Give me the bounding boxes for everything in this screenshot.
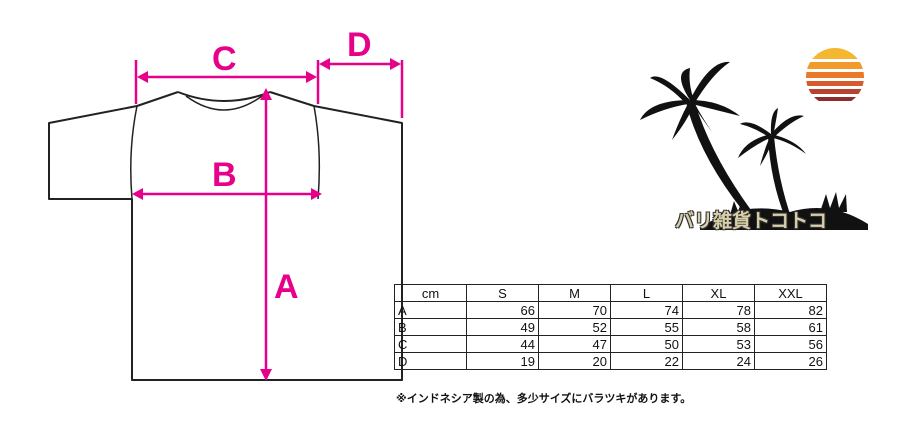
table-cell: 26 <box>754 352 827 370</box>
measure-a <box>260 88 272 381</box>
table-cell: 52 <box>538 318 611 336</box>
size-table: cm S M L XL XXL A 66 70 74 78 82 B 49 52… <box>394 284 827 370</box>
right-sleeve-seam <box>313 105 321 200</box>
palm-tree-icon <box>640 61 868 230</box>
measure-c <box>134 60 320 104</box>
measure-d <box>319 58 404 118</box>
measure-b <box>132 188 322 200</box>
table-cell: 20 <box>538 352 611 370</box>
table-cell: 58 <box>682 318 755 336</box>
table-corner-unit: cm <box>394 284 467 302</box>
table-cell: 78 <box>682 301 755 319</box>
table-cell: 49 <box>466 318 539 336</box>
column-header: XL <box>682 284 755 302</box>
collar-inner <box>185 95 263 111</box>
table-cell: 47 <box>538 335 611 353</box>
sunset-icon <box>806 48 864 101</box>
left-sleeve-seam <box>130 105 138 200</box>
table-header-row: cm S M L XL XXL <box>394 284 827 302</box>
column-header: M <box>538 284 611 302</box>
row-label: C <box>394 335 467 353</box>
table-cell: 50 <box>610 335 683 353</box>
table-row: C 44 47 50 53 56 <box>394 335 827 353</box>
column-header: L <box>610 284 683 302</box>
row-label: D <box>394 352 467 370</box>
table-cell: 53 <box>682 335 755 353</box>
label-d: D <box>347 26 372 64</box>
collar-outer <box>177 91 271 102</box>
table-cell: 82 <box>754 301 827 319</box>
label-b: B <box>212 156 237 194</box>
table-cell: 55 <box>610 318 683 336</box>
table-row: B 49 52 55 58 61 <box>394 318 827 336</box>
table-cell: 74 <box>610 301 683 319</box>
column-header: XXL <box>754 284 827 302</box>
table-row: A 66 70 74 78 82 <box>394 301 827 319</box>
table-cell: 66 <box>466 301 539 319</box>
tshirt-outline <box>48 91 403 381</box>
table-cell: 44 <box>466 335 539 353</box>
table-row: D 19 20 22 24 26 <box>394 352 827 370</box>
variation-note: ※インドネシア製の為、多少サイズにバラツキがあります。 <box>396 392 692 405</box>
table-cell: 24 <box>682 352 755 370</box>
table-cell: 19 <box>466 352 539 370</box>
label-c: C <box>212 40 237 78</box>
table-cell: 56 <box>754 335 827 353</box>
row-label: B <box>394 318 467 336</box>
table-cell: 70 <box>538 301 611 319</box>
table-cell: 22 <box>610 352 683 370</box>
column-header: S <box>466 284 539 302</box>
label-a: A <box>274 268 299 306</box>
table-cell: 61 <box>754 318 827 336</box>
brand-logo-text: バリ雑貨トコトコ <box>675 210 828 232</box>
row-label: A <box>394 301 467 319</box>
